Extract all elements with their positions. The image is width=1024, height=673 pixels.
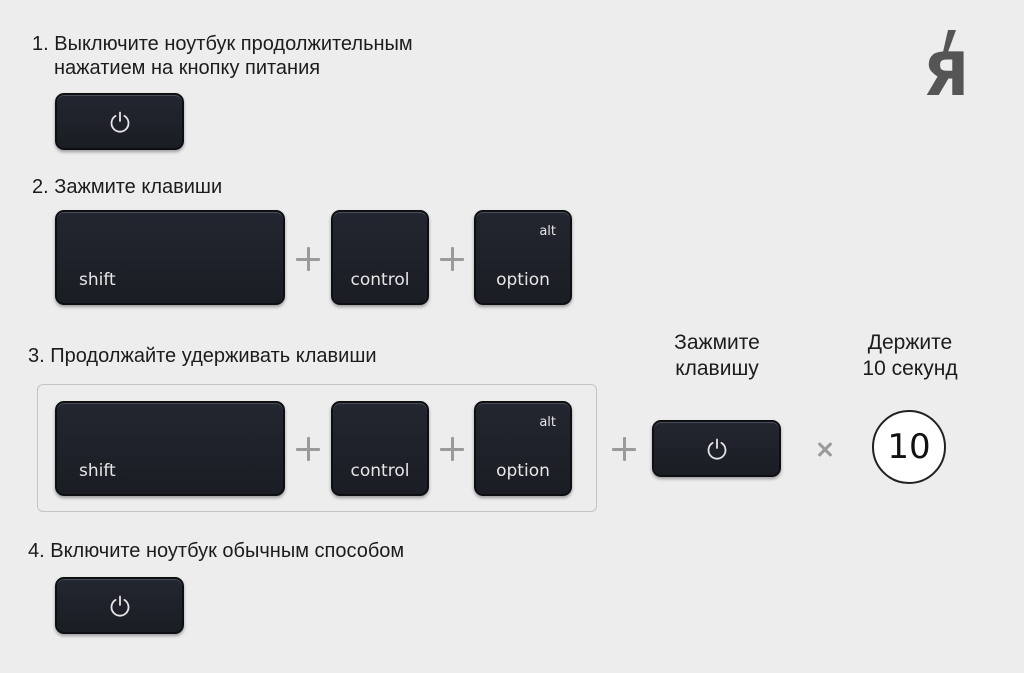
plus-icon <box>296 247 320 271</box>
option-key-label: option <box>496 461 550 481</box>
power-icon <box>110 111 129 132</box>
shift-key-label: shift <box>79 461 116 481</box>
alt-key-label: alt <box>539 415 556 430</box>
power-key-step-3 <box>652 420 781 477</box>
control-key-label: control <box>350 270 410 290</box>
control-key-step-2: control <box>331 210 429 305</box>
held-keys-group <box>37 384 597 512</box>
alt-key-label: alt <box>539 224 556 239</box>
hold-seconds-label: Держите 10 секунд <box>840 330 980 382</box>
step-1-line-2: нажатием на кнопку питания <box>54 57 321 79</box>
power-icon <box>110 595 129 616</box>
acute-accent-icon <box>943 30 956 52</box>
plus-icon <box>612 437 636 461</box>
step-4-text: 4. Включите ноутбук обычным способом <box>28 540 405 562</box>
option-key-step-3: alt option <box>474 401 572 496</box>
timer-value: 10 <box>887 427 931 467</box>
step-3-text: 3. Продолжайте удерживать клавиши <box>28 345 377 367</box>
shift-key-step-2: shift <box>55 210 285 305</box>
plus-icon <box>440 247 464 271</box>
press-key-label: Зажмите клавишу <box>647 330 787 382</box>
hold-seconds-label-line-2: 10 секунд <box>862 357 958 380</box>
timer-circle: 10 <box>872 410 946 484</box>
power-key-step-1 <box>55 93 184 150</box>
ya-logo: Я <box>918 30 974 120</box>
step-1-line-1: 1. Выключите ноутбук продолжительным <box>32 33 413 55</box>
option-key-step-2: alt option <box>474 210 572 305</box>
control-key-label: control <box>350 461 410 481</box>
shift-key-label: shift <box>79 270 116 290</box>
step-2-text: 2. Зажмите клавиши <box>32 176 223 198</box>
plus-icon <box>440 437 464 461</box>
press-key-label-line-2: клавишу <box>675 357 759 380</box>
control-key-step-3: control <box>331 401 429 496</box>
power-icon <box>707 438 726 459</box>
option-key-label: option <box>496 270 550 290</box>
hold-seconds-label-line-1: Держите <box>867 331 953 354</box>
times-icon <box>816 440 834 458</box>
press-key-label-line-1: Зажмите <box>674 331 760 354</box>
shift-key-step-3: shift <box>55 401 285 496</box>
plus-icon <box>296 437 320 461</box>
power-key-step-4 <box>55 577 184 634</box>
